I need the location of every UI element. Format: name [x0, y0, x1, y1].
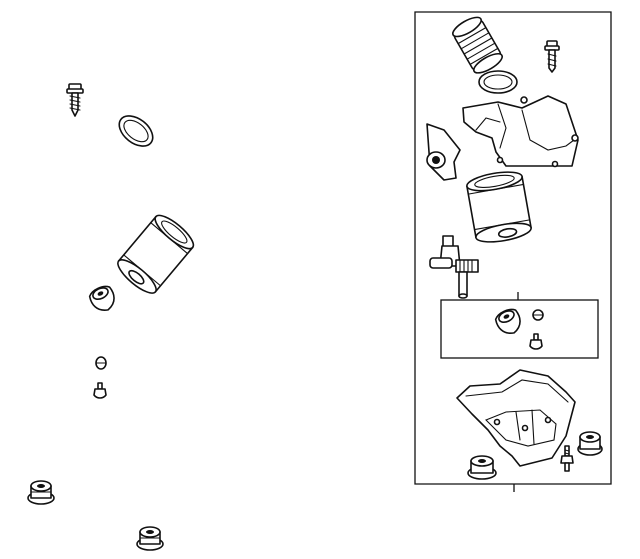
intake-duct-icon[interactable] — [450, 14, 505, 77]
duct-seal-ring-icon[interactable] — [478, 70, 518, 94]
insulator-icon[interactable] — [577, 431, 603, 456]
insulator-icon[interactable] — [467, 455, 497, 480]
air-cleaner-housing-icon[interactable] — [456, 369, 576, 467]
sensor-bracket-icon[interactable] — [429, 235, 479, 299]
o-ring-seal-icon[interactable] — [114, 110, 159, 152]
rubber-grommet-icon[interactable] — [493, 306, 524, 337]
small-grommet-icon[interactable] — [532, 309, 544, 321]
mounting-stud-icon[interactable] — [529, 333, 543, 350]
rubber-grommet-icon[interactable] — [87, 283, 118, 314]
bolt-icon[interactable] — [544, 40, 560, 73]
air-filter-element-icon[interactable] — [113, 210, 197, 298]
mounting-stud-icon[interactable] — [93, 382, 107, 399]
small-grommet-icon[interactable] — [95, 356, 107, 370]
resonator-icon[interactable] — [426, 123, 461, 181]
screw-icon[interactable] — [66, 83, 84, 117]
assembly-panel — [414, 11, 612, 492]
air-cleaner-cover-icon[interactable] — [462, 95, 579, 168]
mount-insulator-icon[interactable] — [136, 526, 164, 551]
grommet-kit-box — [440, 292, 599, 359]
mount-insulator-icon[interactable] — [27, 480, 55, 505]
air-filter-element-icon[interactable] — [466, 169, 533, 246]
stud-icon[interactable] — [560, 445, 574, 472]
